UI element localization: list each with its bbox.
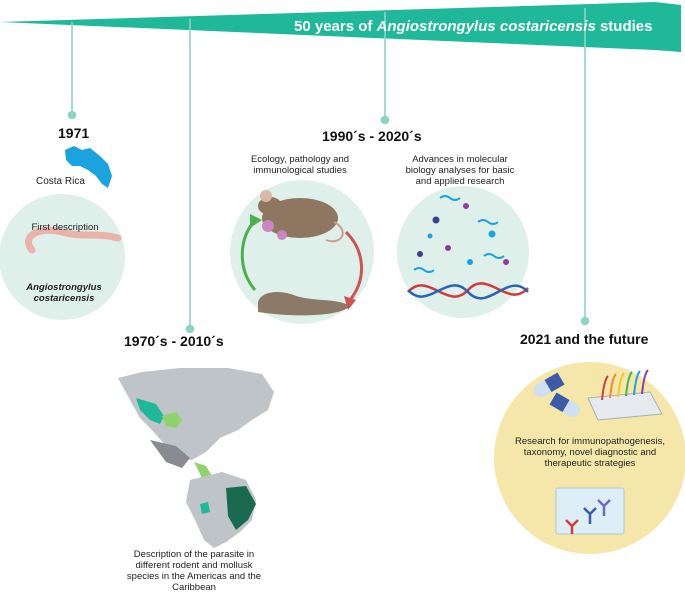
worm-icon	[25, 226, 122, 254]
banner-prefix: 50 years of	[294, 18, 377, 35]
timeline-connectors	[67, 8, 590, 334]
banner-title: 50 years of Angiostrongylus costaricensi…	[294, 18, 652, 35]
year-2021-future: 2021 and the future	[520, 331, 649, 347]
slug-icon	[258, 292, 350, 316]
molecules-icon	[413, 195, 509, 273]
arrow-red	[344, 230, 363, 301]
first-description-label: First description	[31, 222, 99, 233]
americas-map-icon	[118, 368, 274, 548]
year-1970s-2010s: 1970´s - 2010´s	[124, 333, 224, 349]
pill-capsule-icon	[534, 372, 580, 417]
ecology-caption: Ecology, pathology and immunological stu…	[250, 154, 350, 176]
antibody-icon	[555, 487, 625, 535]
circle-1971	[0, 194, 125, 320]
banner-suffix: studies	[595, 18, 653, 35]
dna-icon	[407, 282, 529, 300]
mouse-icon	[258, 190, 344, 243]
microarray-icon	[587, 369, 663, 421]
year-1990s-2020s: 1990´s - 2020´s	[322, 128, 422, 144]
circle-molecular	[397, 186, 529, 318]
timeline-banner	[0, 2, 681, 52]
molecular-caption: Advances in molecular biology analyses f…	[405, 154, 515, 187]
distribution-caption: Description of the parasite in different…	[126, 549, 262, 593]
costa-rica-map-icon	[65, 146, 112, 188]
future-caption: Research for immunopathogenesis, taxonom…	[515, 436, 665, 469]
country-label: Costa Rica	[36, 176, 85, 187]
banner-species: Angiostrongylus costaricensis	[376, 18, 596, 35]
year-1971: 1971	[58, 125, 90, 141]
species-label: Angiostrongylus costaricensis	[26, 282, 102, 304]
